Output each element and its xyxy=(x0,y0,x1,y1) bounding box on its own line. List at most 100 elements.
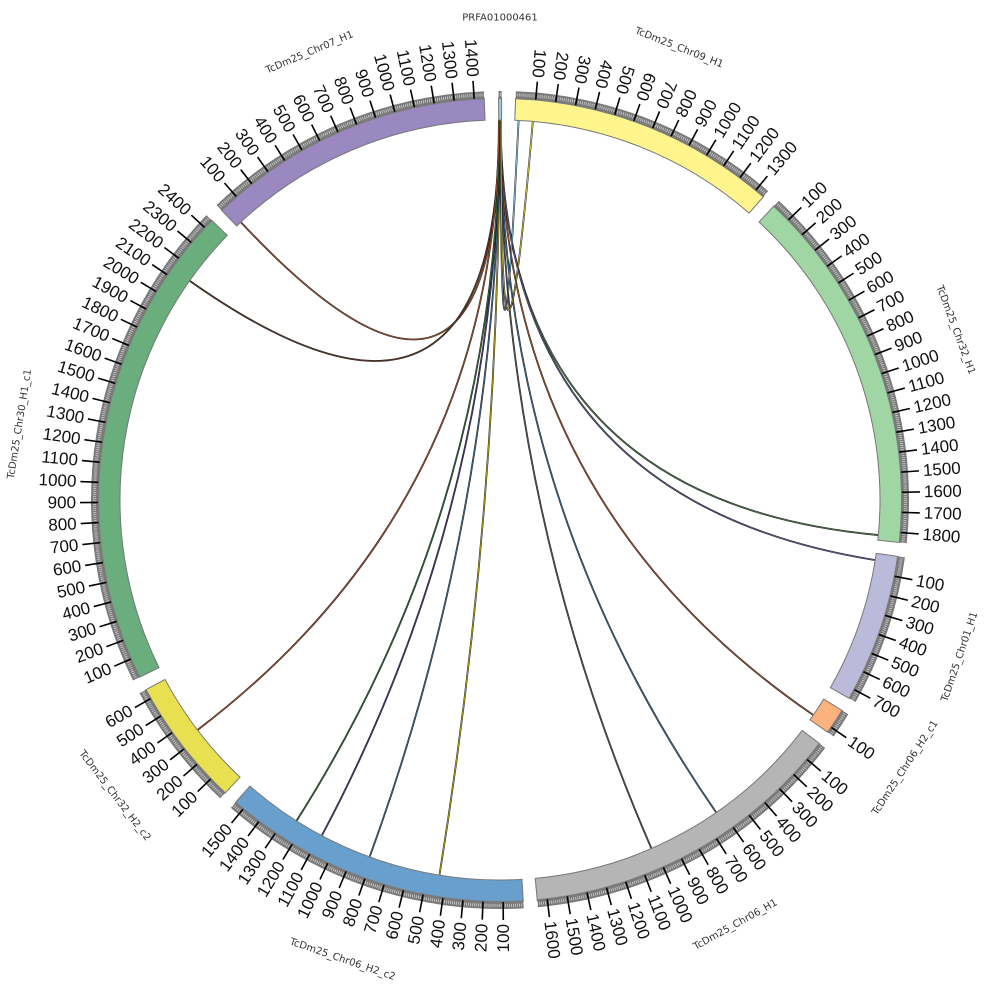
minor-tick xyxy=(715,841,718,845)
minor-tick xyxy=(665,868,668,872)
minor-tick xyxy=(887,383,891,385)
minor-tick xyxy=(359,879,361,883)
minor-tick xyxy=(656,124,659,128)
minor-tick xyxy=(395,106,397,110)
minor-tick xyxy=(734,168,737,172)
minor-tick xyxy=(608,888,611,892)
minor-tick xyxy=(884,623,888,625)
minor-tick xyxy=(368,882,371,886)
minor-tick xyxy=(99,572,103,574)
minor-tick xyxy=(226,198,230,201)
minor-tick xyxy=(364,881,367,885)
minor-tick xyxy=(639,118,642,122)
minor-tick xyxy=(192,232,196,236)
minor-tick xyxy=(668,129,670,133)
minor-tick xyxy=(135,319,139,321)
minor-tick xyxy=(102,584,106,586)
minor-tick xyxy=(675,133,678,137)
minor-tick xyxy=(277,838,280,841)
minor-tick xyxy=(111,619,115,622)
major-tick xyxy=(282,843,293,860)
minor-tick xyxy=(323,864,326,867)
segment-tcdm25-chr30-h1-c1[interactable]: 1002003004005006007008009001000110012001… xyxy=(6,180,228,688)
minor-tick xyxy=(624,112,627,116)
minor-tick xyxy=(579,896,581,900)
minor-tick xyxy=(334,869,337,873)
minor-tick xyxy=(234,191,237,194)
minor-tick xyxy=(800,228,804,231)
link-outline xyxy=(368,119,501,858)
major-tick xyxy=(97,377,116,385)
minor-tick xyxy=(722,160,725,164)
minor-tick xyxy=(599,105,601,109)
minor-tick xyxy=(589,893,591,897)
minor-tick xyxy=(581,895,583,899)
minor-tick xyxy=(343,124,345,128)
minor-tick xyxy=(868,664,872,667)
segment-tcdm25-chr06-h2-c2[interactable]: 1002003004005006007008009001000110012001… xyxy=(197,785,524,983)
minor-tick xyxy=(834,271,838,274)
minor-tick xyxy=(872,343,876,345)
minor-tick xyxy=(587,102,589,106)
minor-tick xyxy=(405,104,407,108)
segment-tcdm25-chr06-h1[interactable]: 1002003004005006007008009001000110012001… xyxy=(534,729,852,960)
minor-tick xyxy=(835,273,839,276)
major-tick xyxy=(778,788,793,803)
minor-tick xyxy=(610,888,613,892)
segment-band[interactable] xyxy=(498,97,503,121)
link xyxy=(499,119,814,716)
tick-label: 500 xyxy=(404,914,428,945)
segment-tcdm25-chr32-h1[interactable]: 1002003004005006007008009001000110012001… xyxy=(758,178,977,547)
link-outline xyxy=(295,119,501,822)
minor-tick xyxy=(719,158,722,162)
minor-tick xyxy=(188,237,192,240)
minor-tick xyxy=(321,863,324,867)
minor-tick xyxy=(303,853,306,857)
minor-tick xyxy=(877,642,881,645)
minor-tick xyxy=(805,763,809,767)
minor-tick xyxy=(271,162,274,166)
minor-tick xyxy=(125,339,129,342)
minor-tick xyxy=(269,163,273,167)
minor-tick xyxy=(763,191,766,194)
minor-tick xyxy=(721,159,724,163)
minor-tick xyxy=(319,862,322,866)
minor-tick xyxy=(652,873,655,877)
minor-tick xyxy=(218,791,221,795)
link-path xyxy=(189,120,500,362)
minor-tick xyxy=(117,638,121,641)
minor-tick xyxy=(105,399,109,401)
minor-tick xyxy=(768,801,772,804)
minor-tick xyxy=(415,101,417,105)
minor-tick xyxy=(774,795,778,799)
segment-prfa01000461[interactable]: PRFA01000461 xyxy=(462,13,538,121)
minor-tick xyxy=(888,609,892,612)
minor-tick xyxy=(859,683,863,686)
major-tick xyxy=(755,175,768,191)
minor-tick xyxy=(193,231,197,234)
minor-tick xyxy=(847,292,851,295)
minor-tick xyxy=(806,234,809,237)
minor-tick xyxy=(857,686,861,689)
minor-tick xyxy=(860,681,864,684)
minor-tick xyxy=(843,285,847,288)
minor-tick xyxy=(773,797,776,800)
minor-tick xyxy=(129,330,133,332)
minor-tick xyxy=(886,617,890,620)
major-tick xyxy=(113,658,132,667)
minor-tick xyxy=(392,889,394,893)
minor-tick xyxy=(111,379,115,382)
major-tick xyxy=(554,83,560,102)
segment-name: TcDm25_Chr06_H2_c2 xyxy=(287,936,396,983)
minor-tick xyxy=(893,409,897,411)
minor-tick xyxy=(207,216,211,219)
minor-tick xyxy=(860,317,864,320)
minor-tick xyxy=(112,623,116,626)
segment-tcdm25-chr07-h1[interactable]: 1002003004005006007008009001000110012001… xyxy=(196,29,486,227)
minor-tick xyxy=(581,101,583,105)
